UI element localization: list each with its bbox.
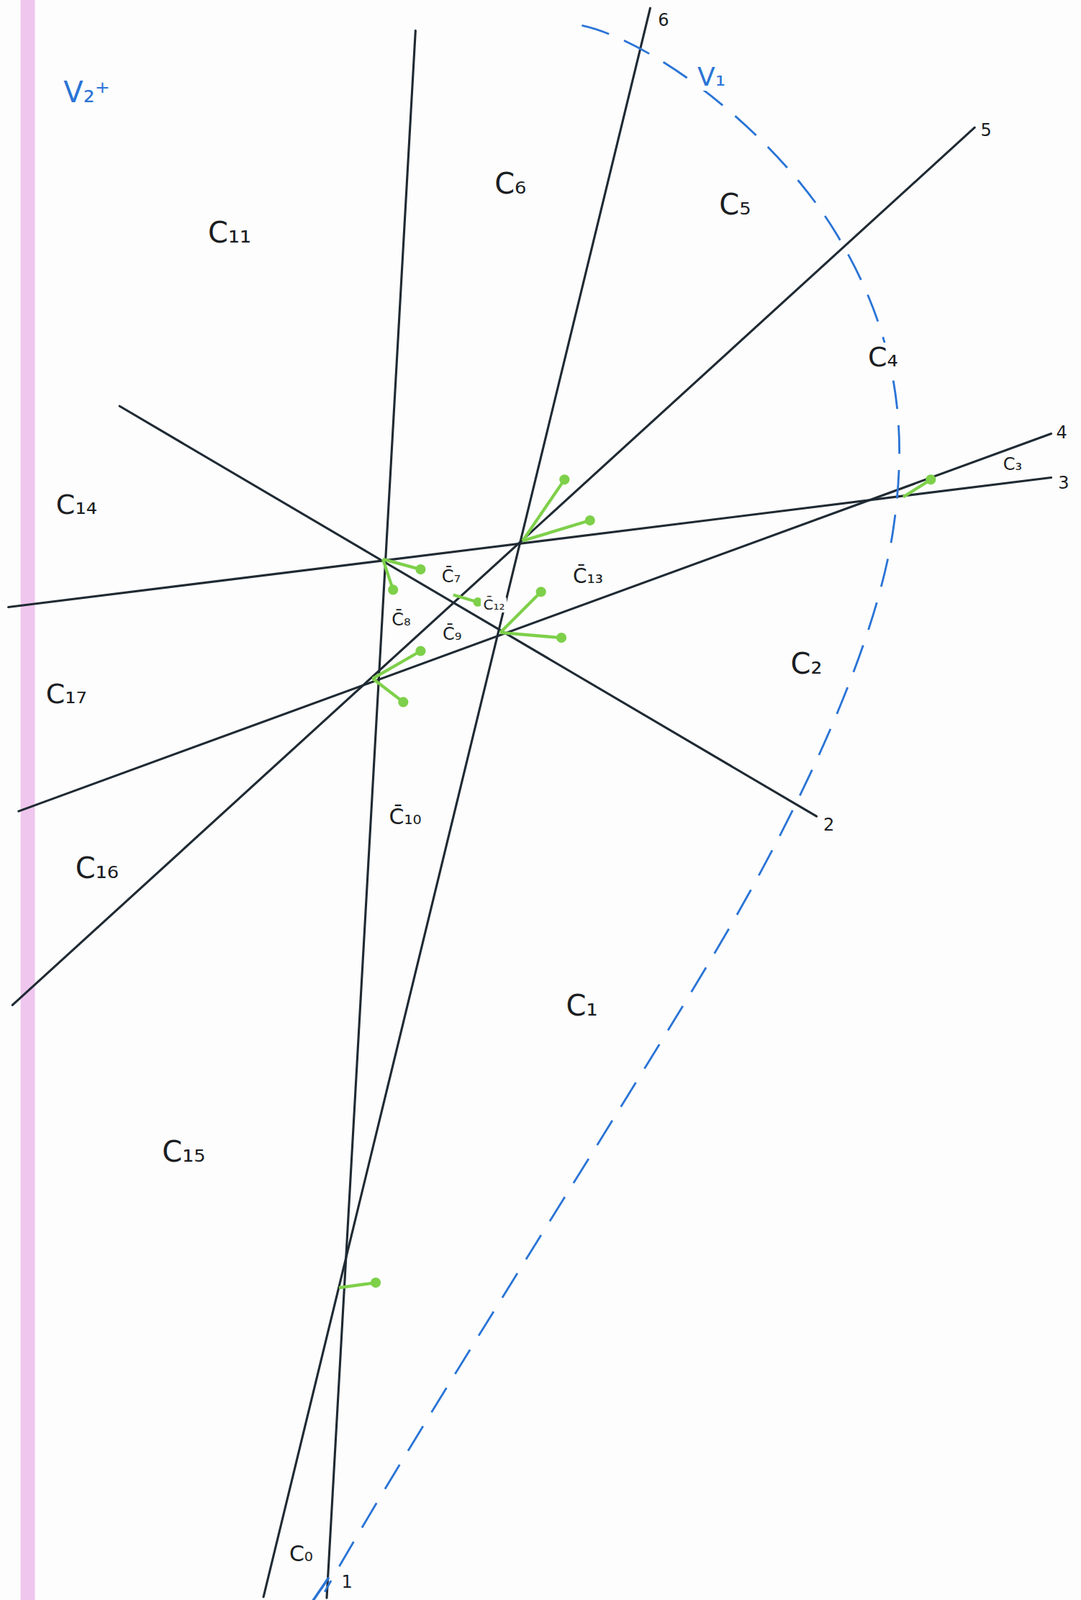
cell-label: C₀ bbox=[287, 1541, 316, 1566]
cell-label: C₂ bbox=[788, 647, 825, 680]
bounded-cell-label: C̄₁₂ bbox=[480, 596, 507, 613]
margin-band bbox=[20, 0, 36, 1600]
line-number: 4 bbox=[1053, 423, 1069, 442]
cell-label: C₁₁ bbox=[205, 216, 254, 249]
orientation-ticks bbox=[338, 475, 935, 1288]
dashed-boundary bbox=[324, 25, 899, 1592]
cell-label: C₁₇ bbox=[43, 679, 90, 710]
line-number: 2 bbox=[821, 815, 837, 835]
line-six bbox=[263, 7, 650, 1597]
bounded-cell-label: C̄₈ bbox=[389, 610, 413, 630]
cell-label: C₄ bbox=[865, 342, 901, 373]
cell-label: C₁₆ bbox=[73, 852, 121, 884]
region-name: V₁ bbox=[695, 62, 728, 92]
bounded-cell-label: C̄₁₀ bbox=[387, 804, 424, 829]
cell-label: C₃ bbox=[1001, 454, 1025, 474]
bounded-cell-label: C̄₉ bbox=[440, 624, 464, 644]
line-two bbox=[119, 405, 817, 817]
cell-label: C₆ bbox=[492, 167, 529, 200]
line-number: 1 bbox=[339, 1572, 355, 1592]
line-four bbox=[18, 433, 1052, 812]
bounded-cell-label: C̄₇ bbox=[439, 567, 463, 586]
boundary-tick bbox=[302, 1577, 329, 1600]
line-number: 6 bbox=[655, 10, 671, 30]
line-three bbox=[8, 477, 1052, 607]
bounded-cell-label: C̄₁₃ bbox=[570, 565, 606, 589]
region-name: V₂⁺ bbox=[61, 76, 113, 108]
cell-label: C₁₄ bbox=[53, 490, 100, 521]
line-five bbox=[12, 127, 975, 1005]
cell-label: C₁₅ bbox=[159, 1135, 208, 1168]
line-number: 3 bbox=[1055, 473, 1071, 493]
cell-label: C₅ bbox=[716, 188, 753, 221]
cell-label: C₁ bbox=[563, 989, 600, 1022]
line-number: 5 bbox=[978, 120, 994, 140]
